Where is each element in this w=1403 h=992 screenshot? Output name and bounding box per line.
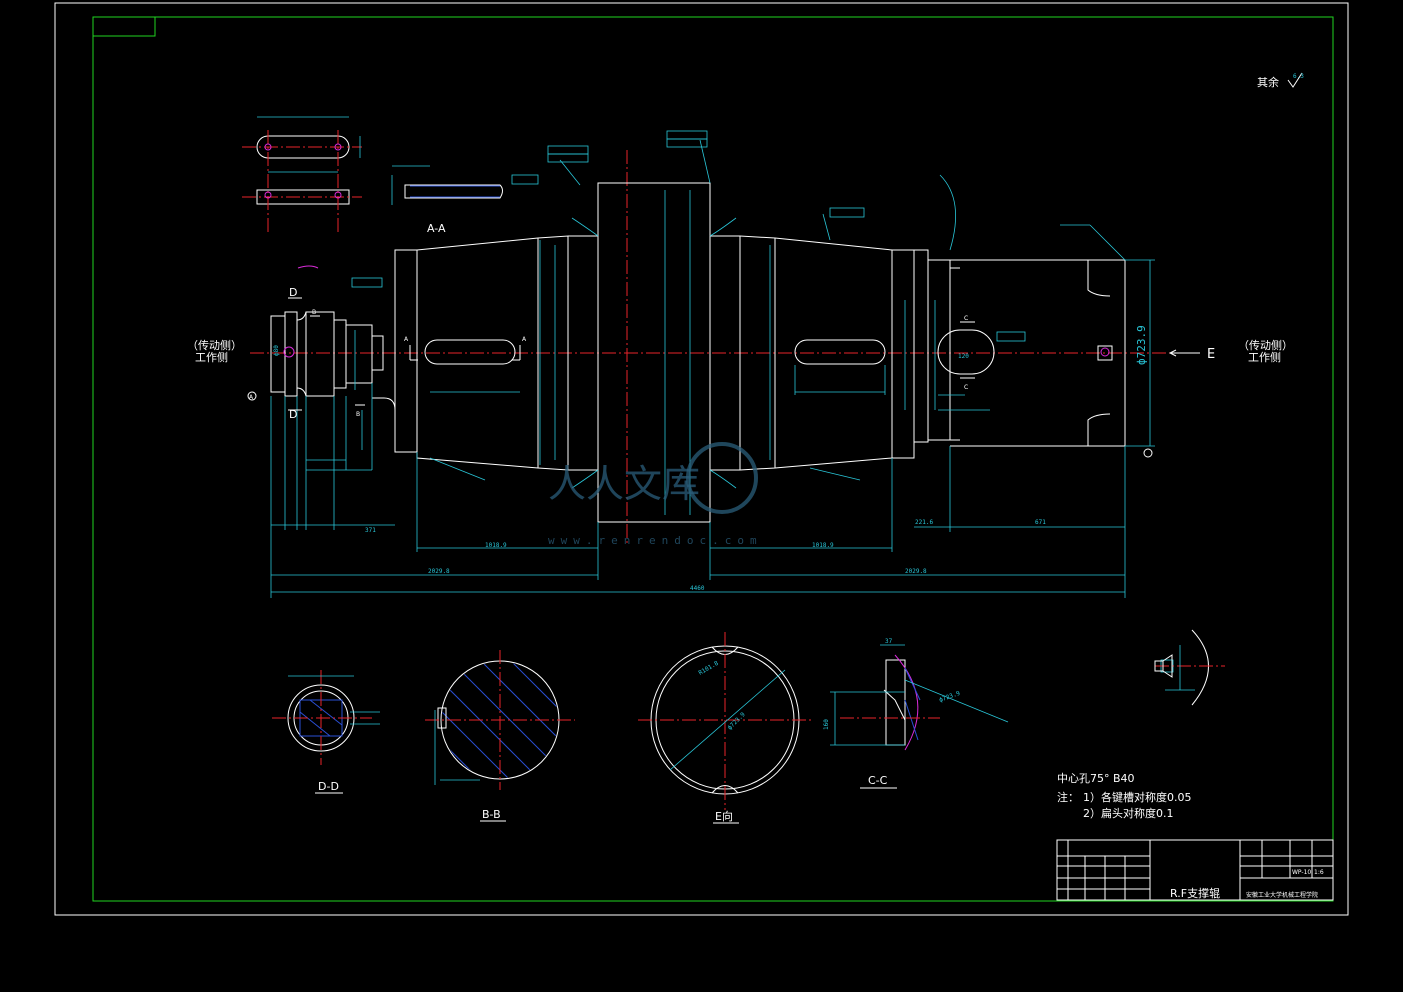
note-1: 1）各键槽对称度0.05: [1083, 790, 1192, 804]
section-b-top: B: [312, 309, 316, 316]
dim-right-diameter: ф723.9: [1135, 325, 1148, 365]
dim-journal: 221.6: [915, 519, 933, 526]
title-part-name: R.F支撑辊: [1170, 886, 1220, 900]
center-hole-detail: [1154, 629, 1225, 706]
note-prefix: 注：: [1057, 790, 1079, 804]
watermark-text: 人人文库: [548, 462, 700, 506]
dim-left-sleeve: 1018.9: [485, 542, 507, 549]
key-part-detail: [391, 165, 503, 205]
dim-key-depth: 120: [958, 353, 969, 360]
section-a-left: A: [404, 336, 409, 343]
barrel-fillets: [571, 174, 956, 489]
cc-height: 160: [823, 719, 830, 730]
section-markers: [288, 297, 1200, 411]
view-e-title: E向: [715, 809, 733, 823]
cc-width: 37: [885, 638, 893, 645]
roughness-symbol-icon: [1287, 72, 1303, 88]
roughness-value: 6.3: [1293, 73, 1304, 80]
dim-end-diameter: ф80: [273, 345, 280, 356]
section-dd: [272, 670, 380, 765]
shaft-dimensions: [270, 139, 1155, 598]
center-hole-left: [283, 346, 295, 358]
dim-overall-length: 4460: [690, 585, 705, 592]
section-bb: [425, 650, 575, 790]
center-hole-right: [1100, 347, 1110, 357]
title-school: 安徽工业大学机械工程学院: [1246, 891, 1318, 899]
dim-flat-end: 671: [1035, 519, 1046, 526]
frame-corner-box: [92, 16, 156, 37]
keyway-detail-top: [242, 116, 362, 232]
watermark-url: www.renrendoc.com: [548, 534, 763, 547]
datum-left-label: A: [249, 394, 254, 401]
section-d-bottom: D: [289, 408, 297, 421]
title-scale: 1:6: [1314, 869, 1324, 876]
datum-circle-right: [1143, 448, 1153, 458]
view-arrow-e: E: [1207, 347, 1215, 362]
roughness-note: 其余: [1257, 75, 1279, 89]
section-a-right: A: [522, 336, 527, 343]
datum-circle-left: [247, 391, 257, 401]
right-side-label-bottom: 工作侧: [1248, 351, 1281, 364]
title-drawing-no: WP-10: [1292, 869, 1311, 876]
section-bb-title: B-B: [482, 808, 501, 821]
view-e: [638, 632, 812, 810]
note-center-hole: 中心孔75° B40: [1057, 772, 1135, 785]
left-side-label-bottom: 工作侧: [195, 351, 228, 364]
e-view-radius: R101.8: [698, 660, 721, 677]
tolerance-frames: [351, 130, 1174, 673]
section-b-bottom: B: [356, 411, 360, 418]
dim-left-length: 2029.8: [428, 568, 450, 575]
left-side-label-top: （传动侧）: [187, 339, 242, 352]
section-c-bottom: C: [964, 384, 968, 391]
title-block: [1056, 839, 1334, 901]
watermark: 人人文库 www.renrendoc.com: [548, 442, 763, 547]
section-d-top: D: [289, 286, 297, 299]
inner-frame: [92, 16, 1334, 902]
right-side-label-top: （传动侧）: [1238, 339, 1293, 352]
dim-right-sleeve: 1018.9: [812, 542, 834, 549]
section-aa-label: A-A: [427, 222, 446, 235]
flat-mark-left: [297, 265, 319, 269]
section-c-top: C: [964, 315, 968, 322]
e-view-diameter: ф723.9: [726, 711, 747, 732]
outer-border: [54, 2, 1349, 916]
dim-neck: 371: [365, 527, 376, 534]
note-2: 2）扁头对称度0.1: [1083, 806, 1174, 820]
section-cc: [830, 644, 1009, 751]
section-dd-title: D-D: [318, 780, 339, 793]
dim-right-length: 2029.8: [905, 568, 927, 575]
section-cc-title: C-C: [868, 774, 888, 787]
